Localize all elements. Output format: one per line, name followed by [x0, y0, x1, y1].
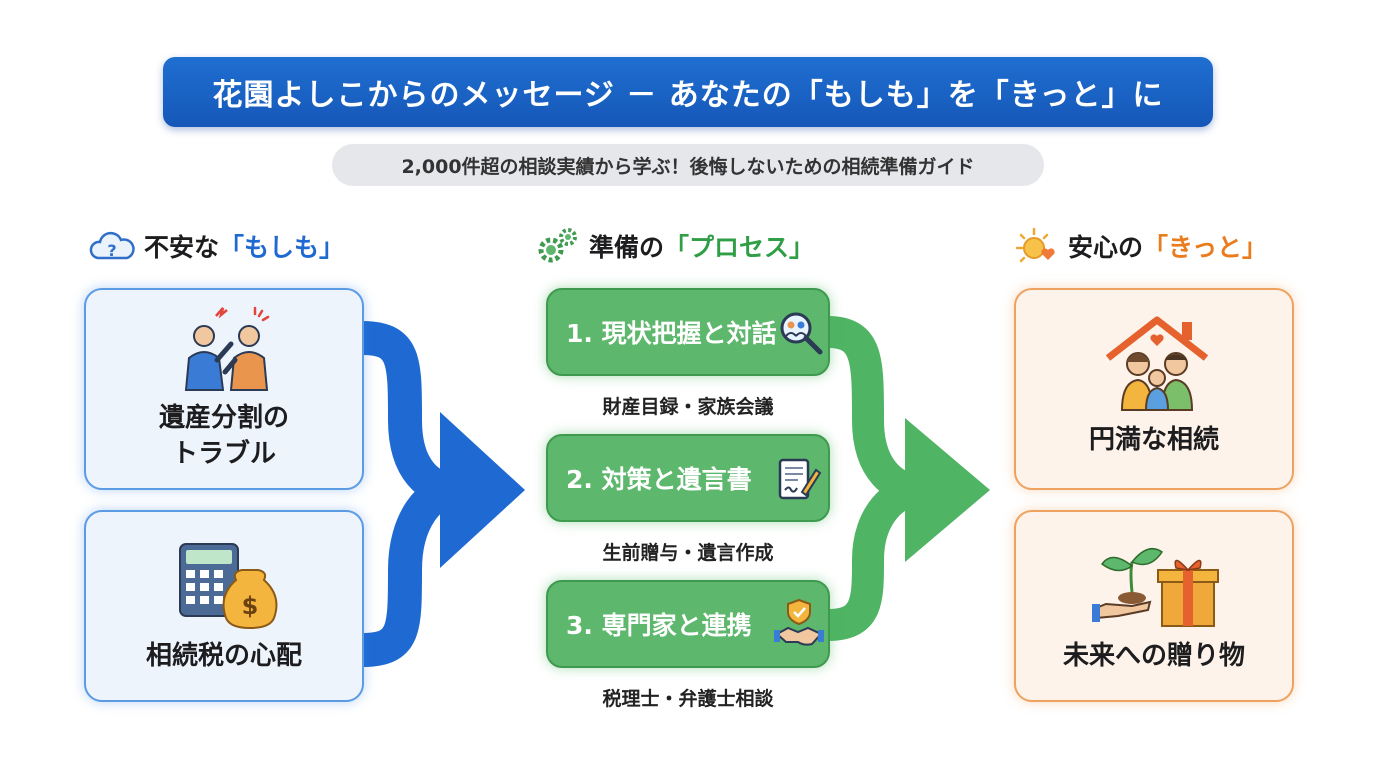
step-2-will: 2. 対策と遺言書 — [546, 434, 830, 522]
magnifier-people-icon — [780, 312, 823, 355]
card-inheritance-dispute-line2: トラブル — [171, 439, 276, 469]
card-gift-future-label: 未来への贈り物 — [1062, 641, 1245, 671]
heading-process-prefix: 準備の — [589, 233, 665, 262]
calculator-money-bag-icon: $ — [179, 543, 278, 630]
card-inheritance-tax-label: 相続税の心配 — [145, 641, 302, 671]
heading-relief: 安心の「きっと」 — [1012, 226, 1267, 266]
card-inheritance-dispute: 遺産分割の トラブル — [84, 288, 364, 490]
handshake-shield-icon — [774, 598, 824, 646]
heading-worries: ? 不安な「もしも」 — [88, 226, 344, 266]
card-harmonious-label: 円満な相続 — [1088, 425, 1219, 455]
step-1-assessment: 1. 現状把握と対話 — [546, 288, 830, 376]
family-house-icon — [1105, 316, 1209, 411]
step-1-sub: 財産目録・家族会議 — [602, 396, 774, 418]
arguing-people-icon — [184, 306, 270, 391]
heading-relief-prefix: 安心の — [1068, 233, 1144, 262]
sprout-gift-icon — [1092, 547, 1219, 627]
card-inheritance-dispute-line1: 遺産分割の — [158, 403, 289, 433]
page-subtitle: 2,000件超の相談実績から学ぶ！後悔しないための相続準備ガイド — [332, 144, 1044, 186]
heading-process: 準備の「プロセス」 — [533, 226, 814, 266]
heading-process-highlight: 「プロセス」 — [664, 233, 815, 262]
svg-text:?: ? — [107, 241, 116, 260]
step-3-sub: 税理士・弁護士相談 — [602, 688, 774, 710]
step-1-label: 1. 現状把握と対話 — [566, 319, 777, 348]
document-pen-icon — [778, 458, 822, 500]
step-2-sub: 生前贈与・遺言作成 — [602, 542, 774, 564]
step-3-experts: 3. 専門家と連携 — [546, 580, 830, 668]
heading-relief-highlight: 「きっと」 — [1143, 233, 1268, 262]
step-3-label: 3. 専門家と連携 — [566, 611, 752, 640]
worried-cloud-icon: ? — [89, 231, 135, 260]
step-2-label: 2. 対策と遺言書 — [566, 465, 752, 494]
card-gift-future: 未来への贈り物 — [1014, 510, 1294, 702]
card-inheritance-tax: $ 相続税の心配 — [84, 510, 364, 702]
page-title: 花園よしこからのメッセージ － あなたの「もしも」を「きっと」に — [163, 57, 1213, 127]
gears-icon — [538, 228, 577, 263]
green-merge-arrow — [827, 316, 990, 641]
heading-worries-prefix: 不安な — [144, 233, 220, 262]
heading-worries-highlight: 「もしも」 — [219, 233, 345, 262]
svg-text:$: $ — [242, 592, 259, 620]
card-harmonious-inheritance: 円満な相続 — [1014, 288, 1294, 490]
blue-merge-arrow — [361, 321, 525, 667]
sun-heart-icon — [1015, 227, 1055, 263]
